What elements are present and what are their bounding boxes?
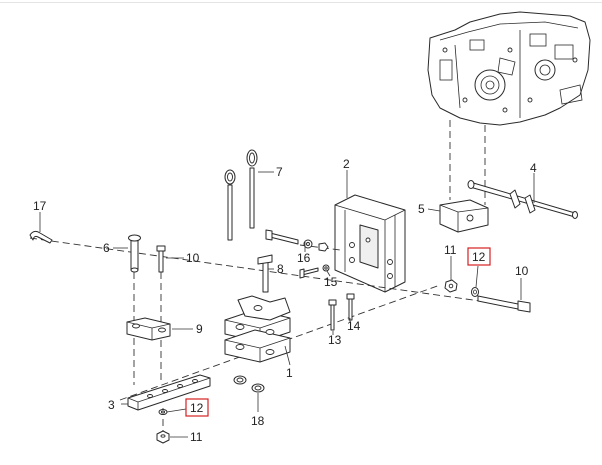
callout-labels: 17 6 10 7 8 9 2 4 5 11 10 16 15 14 13 1 … xyxy=(33,157,537,444)
callout-8: 8 xyxy=(277,262,284,276)
small-bolt xyxy=(299,267,319,279)
part-2-support-frame xyxy=(334,194,406,293)
part-3-drawbar xyxy=(127,374,211,411)
part-17-linch-pin xyxy=(29,230,53,244)
part-4-cross-shaft xyxy=(467,180,578,219)
part-5-bracket xyxy=(439,199,489,233)
callout-11-left: 11 xyxy=(190,430,203,444)
part-13-bolt xyxy=(328,299,337,331)
highlight-box xyxy=(467,247,491,266)
callout-4: 4 xyxy=(530,161,537,175)
rear-axle-housing xyxy=(427,11,591,126)
highlighted-callout-12-left[interactable]: 12 xyxy=(185,398,209,417)
part-7-pin xyxy=(246,149,258,229)
callout-6: 6 xyxy=(103,241,110,255)
callout-10-left: 10 xyxy=(186,251,200,265)
part-9-bracket xyxy=(126,317,171,341)
callout-7: 7 xyxy=(276,165,283,179)
leader-lines xyxy=(39,170,535,438)
part-15-washer xyxy=(322,264,330,272)
callout-9: 9 xyxy=(196,322,203,336)
callout-14: 14 xyxy=(347,319,361,333)
callout-17: 17 xyxy=(33,199,47,213)
part-12-washer-left xyxy=(158,409,168,415)
highlighted-callout-12-right[interactable]: 12 xyxy=(467,247,491,266)
callout-12-right: 12 xyxy=(472,250,486,264)
part-16-bolt xyxy=(265,229,329,252)
callout-18: 18 xyxy=(251,414,265,428)
callout-5: 5 xyxy=(418,202,425,216)
part-18-clips xyxy=(233,375,265,393)
callout-3: 3 xyxy=(108,398,115,412)
part-11-nut-right xyxy=(444,279,458,293)
callout-1: 1 xyxy=(286,366,293,380)
callout-13: 13 xyxy=(328,333,342,347)
part-1-drawbar-clevis xyxy=(224,295,291,363)
callout-12-left: 12 xyxy=(190,401,204,415)
highlight-box xyxy=(185,398,209,417)
part-10-bolt-right xyxy=(477,295,531,313)
part-11-nut-left xyxy=(156,430,170,444)
callout-15: 15 xyxy=(324,275,338,289)
callout-16: 16 xyxy=(297,251,311,265)
part-10-bolt-left xyxy=(156,245,166,273)
part-14-bolt xyxy=(346,293,355,321)
callout-2: 2 xyxy=(343,157,350,171)
callout-10-right: 10 xyxy=(515,264,529,278)
top-divider xyxy=(0,2,602,3)
callout-11-right: 11 xyxy=(444,243,457,257)
part-12-washer-right xyxy=(471,287,479,297)
part-6-pin xyxy=(128,234,141,273)
part-8-pin xyxy=(257,254,273,293)
part-7-pin-b xyxy=(224,169,236,241)
